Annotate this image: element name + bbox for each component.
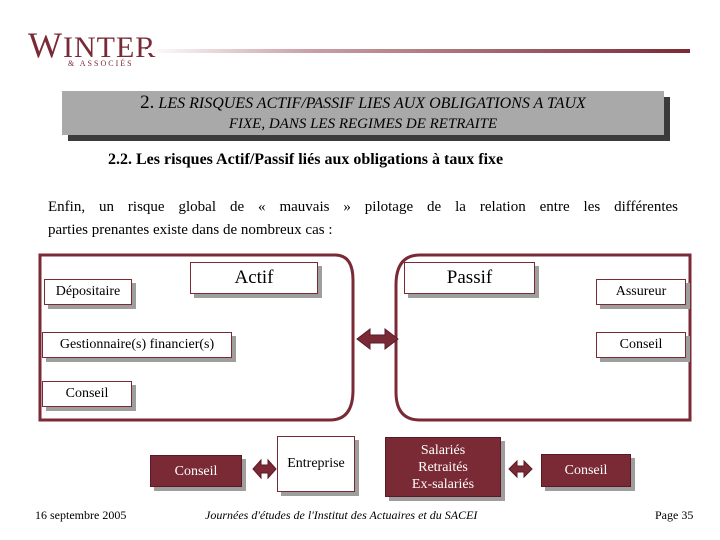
ex-salaries-label: Ex-salariés xyxy=(411,476,475,492)
depositaire-box: Dépositaire xyxy=(44,279,132,305)
logo-initial: W xyxy=(28,25,63,65)
paragraph-line-2: parties prenantes existe dans de nombreu… xyxy=(48,222,333,238)
title-line-2: FIXE, DANS LES REGIMES DE RETRAITE xyxy=(228,116,498,132)
logo-rest: INTER xyxy=(62,31,157,64)
conseil-right-box: Conseil xyxy=(596,332,686,358)
retraites-label: Retraités xyxy=(418,459,468,475)
logo-subtitle: & ASSOCIÉS xyxy=(68,59,134,68)
body-paragraph: Enfin, un risque global de « mauvais » p… xyxy=(48,196,678,242)
company-logo: WINTER xyxy=(28,27,157,64)
salaries-box: Salariés Retraités Ex-salariés xyxy=(385,437,501,497)
actif-passif-arrow xyxy=(356,327,399,351)
salaries-conseil-arrow xyxy=(508,459,533,479)
conseil-bottom-right-box: Conseil xyxy=(541,454,631,487)
title-number: 2. xyxy=(140,92,155,113)
passif-box: Passif xyxy=(404,262,535,294)
actif-box: Actif xyxy=(190,262,318,294)
entreprise-box: Entreprise xyxy=(277,436,355,492)
footer-event: Journées d'études de l'Institut des Actu… xyxy=(205,508,478,522)
passif-region-outline xyxy=(394,253,692,422)
footer-page-number: Page 35 xyxy=(655,508,694,522)
paragraph-line-1: Enfin, un risque global de « mauvais » p… xyxy=(48,199,678,215)
assureur-box: Assureur xyxy=(596,279,686,305)
title-banner xyxy=(62,91,664,135)
title-line-1: 2. LES RISQUES ACTIF/PASSIF LIES AUX OBL… xyxy=(62,92,664,114)
gestionnaire-box: Gestionnaire(s) financier(s) xyxy=(42,332,232,358)
title-line-1-text: LES RISQUES ACTIF/PASSIF LIES AUX OBLIGA… xyxy=(158,95,586,112)
header-rule xyxy=(146,49,690,53)
conseil-entreprise-arrow xyxy=(252,458,277,480)
actif-region-outline xyxy=(38,253,355,422)
footer-date: 16 septembre 2005 xyxy=(35,508,127,522)
salaries-label: Salariés xyxy=(420,442,466,458)
conseil-bottom-left-box: Conseil xyxy=(150,455,242,487)
conseil-left-box: Conseil xyxy=(42,381,132,407)
section-subtitle: 2.2. Les risques Actif/Passif liés aux o… xyxy=(108,151,504,168)
